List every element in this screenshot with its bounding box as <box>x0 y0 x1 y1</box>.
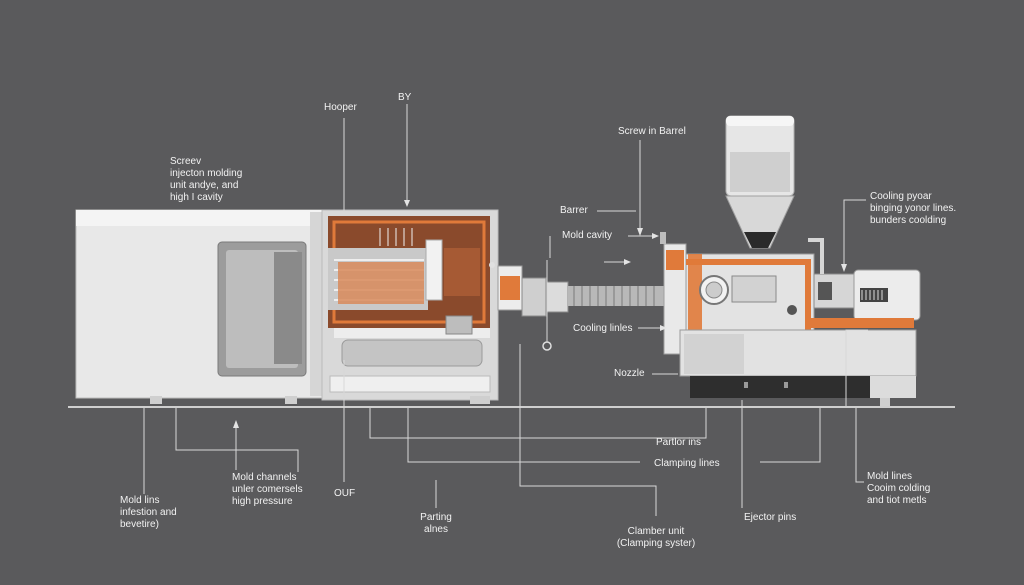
label-mold-channels: Mold channels unler comersels high press… <box>232 472 303 507</box>
screw-barrel <box>489 262 664 351</box>
mold-section <box>321 209 499 404</box>
arrowheads <box>233 200 847 428</box>
label-screw-injection-unit: Screev injecton molding unit andye, and … <box>170 156 243 203</box>
injection-unit <box>660 232 921 406</box>
label-parting-lines: Parting alnes <box>420 512 452 535</box>
label-ejector-pins: Ejector pins <box>744 512 797 523</box>
label-mold-lins-left: Mold lins infestion and bevetire) <box>120 495 177 530</box>
label-ouf: OUF <box>334 488 356 499</box>
leader-lines <box>143 104 868 516</box>
hopper <box>725 115 795 249</box>
label-hopper: Hooper <box>324 102 357 113</box>
label-clamber-unit: Clamber unit (Clamping syster) <box>616 526 696 549</box>
label-clamping-lines: Clamping lines <box>654 458 720 469</box>
label-cooling-right: Cooling pyoar binging yonor lines. bunde… <box>870 191 957 226</box>
label-barrel: Barrer <box>560 205 588 216</box>
label-partion-lines: Partlor ins <box>656 437 702 448</box>
label-cooling-lines: Cooling linles <box>573 323 633 334</box>
label-mold-lines-right: Mold lines Cooim colding and tiot metls <box>867 471 931 506</box>
label-nozzle: Nozzle <box>614 368 645 379</box>
label-mold-cavity: Mold cavity <box>562 230 613 241</box>
label-screw-in-barrel: Screw in Barrel <box>618 126 686 137</box>
label-by: BY <box>398 92 412 103</box>
clamping-cabinet <box>75 209 327 404</box>
